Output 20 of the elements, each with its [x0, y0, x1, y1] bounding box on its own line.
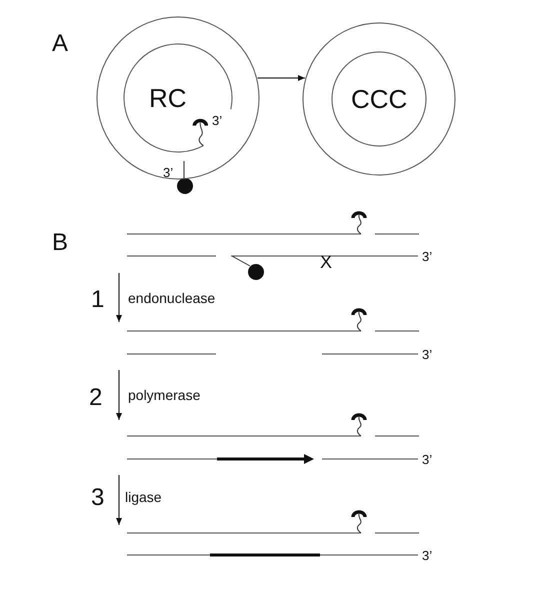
step-number: 1 [91, 288, 104, 312]
node-label: RC [149, 85, 187, 111]
panel-label: A [52, 32, 68, 56]
strand-end-label: 3’ [163, 166, 174, 178]
dna-circle [96, 16, 260, 180]
enzyme-label: ligase [125, 490, 162, 504]
strand-end-label: 3’ [422, 452, 432, 466]
strand-end-label: 3’ [422, 348, 432, 360]
mark-label: X [320, 253, 332, 271]
node-label: CCC [351, 86, 408, 112]
strand-end-label: 3’ [422, 548, 432, 562]
arrow [257, 75, 306, 81]
dna-circle [302, 22, 456, 176]
step-number: 3 [91, 486, 104, 510]
strand-end-label: 3’ [422, 250, 432, 262]
enzyme-label: endonuclease [128, 291, 216, 305]
enzyme-label: polymerase [128, 388, 200, 402]
step-number: 2 [89, 386, 102, 410]
strand-end-label: 3’ [212, 114, 222, 126]
panel-label: B [52, 231, 68, 255]
